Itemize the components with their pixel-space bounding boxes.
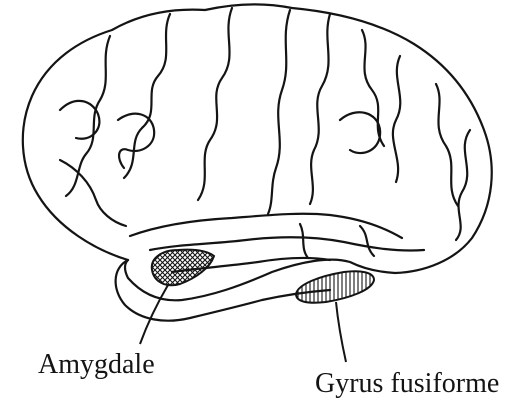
frontal-sulcus-1 [66,36,110,196]
amygdala-region [152,250,214,286]
parietal-sulcus-2 [393,56,400,182]
fusiform-leader-line [336,302,346,362]
frontal-sulcus-2 [124,14,170,178]
postcentral-sulcus [310,14,330,204]
frontal-sulcus-3 [198,8,232,200]
parietal-gyrus-loop [340,112,380,153]
amygdala-leader-line [140,285,168,344]
occipital-sulcus-1 [436,84,458,206]
superior-temporal-sulcus [150,237,424,250]
occipital-sulcus-2 [456,130,470,240]
fusiform-gyrus-region [296,271,374,302]
central-sulcus [268,10,290,214]
temporal-sulcus-branch-2 [360,226,374,256]
fusiform-gyrus-label: Gyrus fusiforme [315,370,499,398]
brain-outline [23,4,492,300]
amygdala-label: Amygdale [38,351,155,379]
temporal-sulcus-branch [300,224,308,258]
